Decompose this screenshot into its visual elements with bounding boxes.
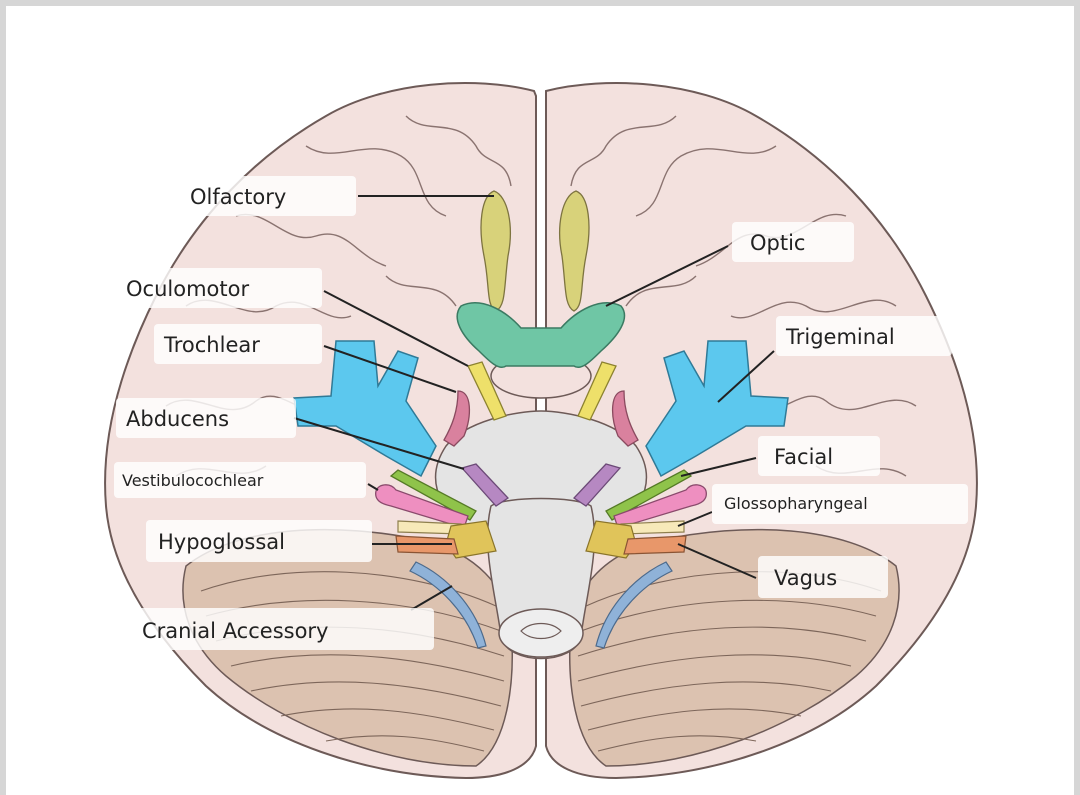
cranial-accessory-nerve-left: [409, 561, 487, 649]
label-olfactory: Olfactory: [178, 176, 356, 216]
label-hypoglossal: Hypoglossal: [146, 520, 372, 562]
label-vagus: Vagus: [758, 556, 888, 598]
label-trochlear-text: Trochlear: [163, 333, 260, 357]
cranial-accessory-nerve-right: [595, 561, 673, 649]
label-trigeminal: Trigeminal: [776, 316, 952, 356]
label-hypoglossal-text: Hypoglossal: [158, 530, 285, 554]
trochlear-nerve-right: [612, 390, 639, 447]
label-optic-text: Optic: [750, 231, 805, 255]
vagus-nerve-right: [623, 535, 687, 555]
label-trigeminal-text: Trigeminal: [785, 325, 895, 349]
label-oculomotor-text: Oculomotor: [126, 277, 249, 301]
vestibulocochlear-nerve-left: [375, 484, 469, 529]
label-vagus-text: Vagus: [774, 566, 837, 590]
abducens-nerve-right: [572, 463, 622, 507]
label-abducens-text: Abducens: [126, 407, 229, 431]
label-glossopharyngeal: Glossopharyngeal: [712, 484, 968, 524]
label-glossopharyngeal-text: Glossopharyngeal: [724, 494, 868, 513]
trochlear-nerve-left: [443, 390, 470, 447]
label-facial-text: Facial: [774, 445, 833, 469]
label-vestibulocochlear: Vestibulocochlear: [114, 462, 366, 498]
label-cranial-accessory: Cranial Accessory: [132, 608, 434, 650]
label-trochlear: Trochlear: [154, 324, 322, 364]
label-abducens: Abducens: [116, 398, 296, 438]
vestibulocochlear-nerve-right: [613, 484, 707, 529]
facial-nerve-left: [389, 469, 477, 521]
spinal-cord-section: [498, 608, 584, 658]
label-facial: Facial: [758, 436, 880, 476]
spinal-cord-gray-matter: [520, 622, 562, 640]
leader-lines: [293, 195, 775, 611]
facial-nerve-right: [605, 469, 693, 521]
optic-chiasm: [456, 302, 626, 368]
brain-cranial-nerves-diagram: Olfactory Optic Oculomotor Trochlear Tri…: [104, 82, 978, 780]
oculomotor-nerve-left: [467, 361, 507, 421]
label-cranial-accessory-text: Cranial Accessory: [142, 619, 329, 643]
oculomotor-nerve-right: [577, 361, 617, 421]
trigeminal-nerve-right: [645, 340, 789, 478]
olfactory-nerve-right: [559, 190, 590, 312]
label-vestibulocochlear-text: Vestibulocochlear: [122, 471, 264, 490]
abducens-nerve-left: [460, 463, 510, 507]
label-olfactory-text: Olfactory: [190, 185, 286, 209]
label-oculomotor: Oculomotor: [116, 268, 322, 308]
diagram-frame: Olfactory Optic Oculomotor Trochlear Tri…: [6, 6, 1074, 795]
label-optic: Optic: [732, 222, 854, 262]
